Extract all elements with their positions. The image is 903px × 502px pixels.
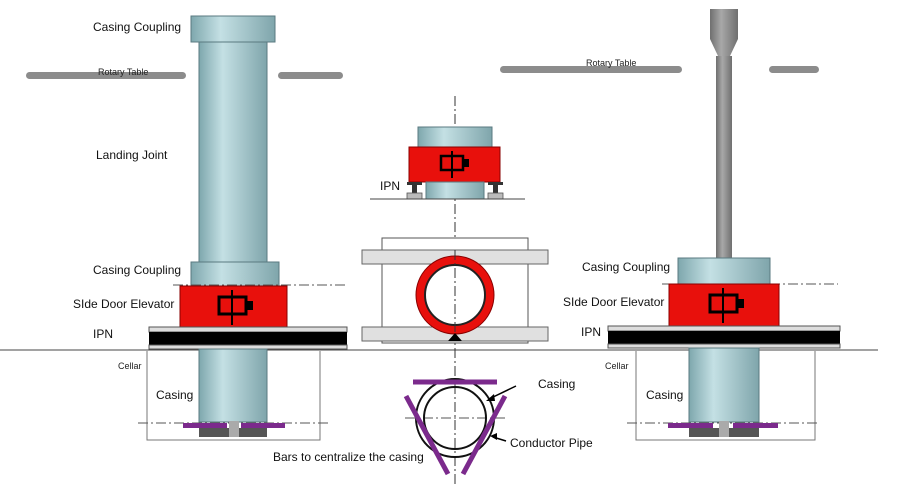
side-door-elevator-label-right: SIde Door Elevator [563, 295, 664, 309]
center-elevator [408, 146, 501, 183]
casing-coupling-label-left: Casing Coupling [93, 263, 181, 277]
cellar-outline [146, 351, 321, 441]
centralizer-bar [403, 394, 451, 476]
hinge-icon [448, 333, 462, 341]
centralizer-bar [460, 394, 508, 476]
centralizer-bar [183, 423, 227, 428]
landing-joint-label: Landing Joint [96, 148, 168, 162]
latch-icon [217, 290, 253, 325]
casing-circle [423, 386, 487, 450]
centralizer-bar [241, 423, 285, 428]
casing [688, 347, 760, 423]
latch-icon [439, 151, 469, 178]
ipn-label-center: IPN [380, 179, 400, 193]
rotary-table-right-bar [769, 66, 819, 73]
casing-coupling [190, 261, 280, 287]
side-door-elevator-label-left: SIde Door Elevator [73, 297, 174, 311]
ipn-beam-top [607, 325, 841, 332]
bars-label: Bars to centralize the casing [273, 450, 424, 464]
centralizer-bar [733, 423, 778, 428]
casing-label-right: Casing [646, 388, 683, 402]
ipn-support-left [406, 182, 423, 200]
casing-coupling [677, 257, 771, 285]
ipn-beam-bottom [148, 344, 348, 350]
top-casing-coupling [190, 15, 276, 43]
rod-taper [710, 39, 738, 56]
ipn-beam-top [148, 326, 348, 333]
casing-coupling-top-label: Casing Coupling [93, 20, 181, 34]
right-assembly [500, 9, 841, 441]
cellar-label-right: Cellar [605, 361, 629, 371]
ipn-label-left: IPN [93, 327, 113, 341]
rotary-table-right-bar [278, 72, 343, 79]
center-top-casing [417, 126, 493, 148]
side-door-elevator [179, 285, 288, 329]
center-pin [229, 421, 239, 437]
casing [198, 348, 268, 423]
ipn-beam-bottom [607, 343, 841, 349]
cellar-label-left: Cellar [118, 361, 142, 371]
landing-joint [198, 41, 268, 263]
ipn-label-right: IPN [581, 325, 601, 339]
centralizer-bar [668, 423, 713, 428]
left-assembly [26, 15, 348, 441]
ipn-beam [149, 332, 347, 345]
rotary-table-label-left: Rotary Table [98, 67, 148, 77]
arrow-head-icon [490, 433, 497, 440]
casing-coupling-label-right: Casing Coupling [582, 260, 670, 274]
rotary-table-left-bar [500, 66, 682, 73]
casing-label-center: Casing [538, 377, 575, 391]
casing-label-left: Casing [156, 388, 193, 402]
rod-top [710, 9, 738, 39]
conductor-pipe-label: Conductor Pipe [510, 436, 593, 450]
arrow-head-icon [486, 394, 495, 401]
rod [716, 56, 732, 258]
center-lower-casing [425, 181, 485, 200]
rotary-table-label-right: Rotary Table [586, 58, 636, 68]
ipn-beam [608, 331, 840, 344]
ipn-support-right [487, 182, 504, 200]
center-assembly [361, 96, 549, 485]
rotary-table-left-bar [26, 72, 186, 79]
latch-icon [708, 288, 744, 323]
cellar-outline [635, 351, 816, 441]
center-pin [719, 421, 729, 437]
